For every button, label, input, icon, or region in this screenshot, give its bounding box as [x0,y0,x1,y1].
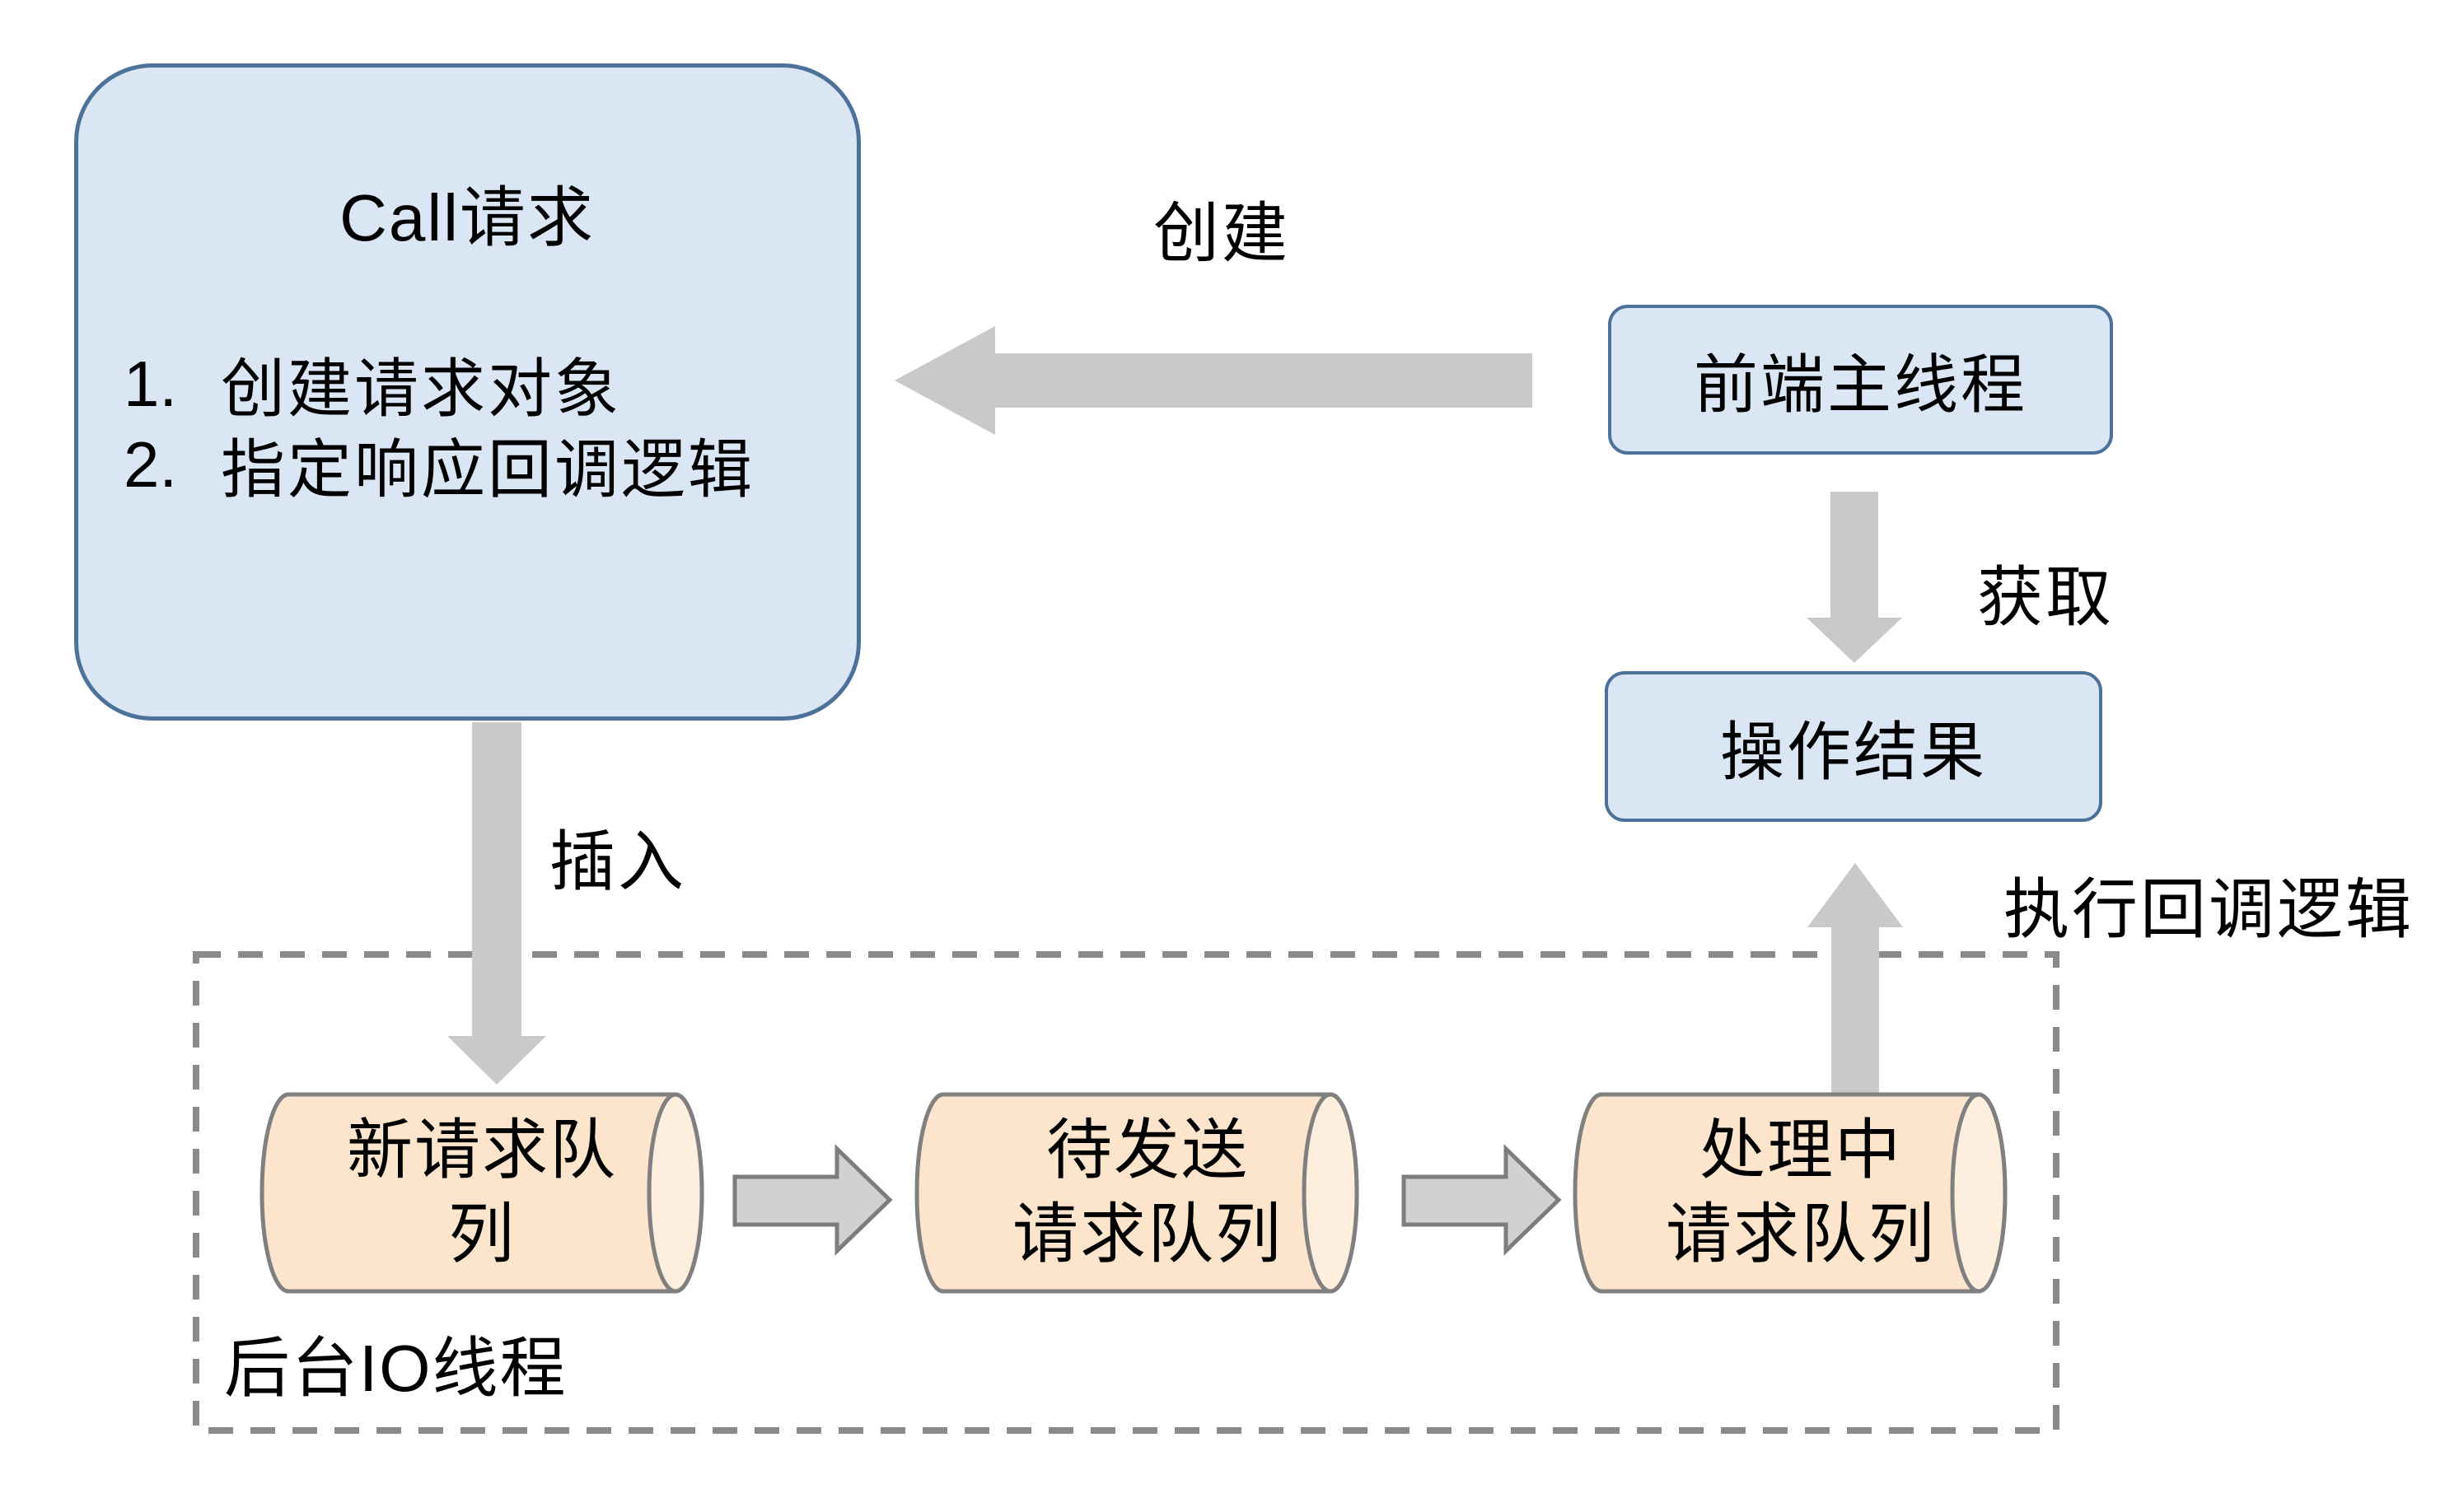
call-request-title: Call请求 [339,181,595,254]
queue-cylinder-new [259,1092,704,1294]
fetch-arrow [1807,492,1902,663]
queue-processing-label-line1: 处理中 [1699,1113,1902,1187]
queue-flow-arrow-2 [1401,1144,1562,1256]
frontend-main-thread-label: 前端主线程 [1693,348,2027,421]
call-request-item-1-text: 创建请求对象 [221,352,622,425]
queue-flow-arrow-1 [732,1144,893,1256]
queue-new-label-line1: 新请求队 [347,1113,617,1187]
call-request-item-2-text: 指定响应回调逻辑 [221,433,755,506]
create-edge-label: 创建 [1153,197,1290,270]
callback-edge-label: 执行回调逻辑 [2003,873,2414,946]
queue-cylinder-pending-cap [1302,1092,1359,1294]
queue-processing-label-line2: 请求队列 [1666,1197,1936,1271]
fetch-edge-label: 获取 [1977,561,2114,634]
operation-result-box: 操作结果 [1605,671,2102,822]
queue-cylinder-new-cap [647,1092,704,1294]
call-request-item-1-number: 1. [124,347,178,420]
operation-result-label: 操作结果 [1719,715,1987,788]
background-io-region-outline [193,951,2059,1434]
insert-arrow [447,722,546,1085]
queue-pending-label: 待发送 请求队列 [1012,1108,1283,1276]
call-request-box [74,63,861,721]
background-io-thread-label: 后台IO线程 [224,1332,568,1405]
queue-cylinder-processing-cap [1950,1092,2008,1294]
queue-new-label: 新请求队 列 [347,1108,617,1276]
call-request-item-1: 1. 创建请求对象 [124,338,621,430]
create-arrow [895,326,1532,435]
queue-pending-label-line1: 待发送 [1046,1113,1249,1187]
queue-cylinder-processing [1573,1092,2008,1294]
call-request-item-2: 2. 指定响应回调逻辑 [124,418,755,511]
callback-arrow [1807,863,1903,1105]
queue-pending-label-line2: 请求队列 [1012,1197,1283,1271]
call-request-item-2-number: 2. [124,427,178,501]
queue-new-label-line2: 列 [448,1197,516,1271]
queue-cylinder-pending [914,1092,1359,1294]
queue-processing-label: 处理中 请求队列 [1666,1108,1936,1276]
frontend-main-thread-box: 前端主线程 [1608,305,2113,455]
insert-edge-label: 插入 [549,825,686,898]
